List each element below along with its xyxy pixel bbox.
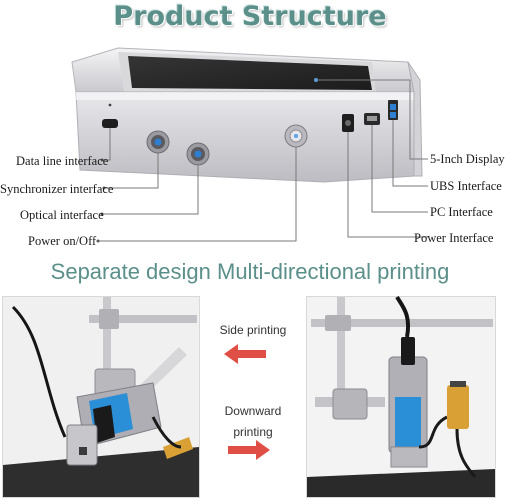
- callout-pc-interface: PC Interface: [430, 205, 493, 219]
- section-subtitle: Separate design Multi-directional printi…: [50, 259, 450, 284]
- power-switch: [284, 124, 308, 148]
- synchronizer-connector: [146, 130, 170, 154]
- downward-printing-photo: [2, 296, 200, 498]
- downward-printing-label-line2: printing: [233, 425, 273, 439]
- data-line-port: [102, 119, 118, 128]
- callout-power-interface: Power Interface: [414, 231, 494, 245]
- callout-data-line-interface: Data line interface: [16, 154, 109, 168]
- printer-controller-illustration: [71, 47, 428, 243]
- downward-printing-label: Downward printing: [200, 404, 306, 440]
- callout-ubs-interface: UBS Interface: [430, 179, 502, 193]
- page-title: Product Structure: [113, 1, 387, 32]
- callout-5-inch-display: 5-Inch Display: [430, 152, 505, 166]
- downward-printing-label-line1: Downward: [224, 404, 282, 418]
- optical-connector: [186, 142, 210, 166]
- callout-synchronizer-interface: Synchronizer interface: [0, 182, 114, 196]
- side-printing-label: Side printing: [219, 323, 287, 337]
- arrow-left-icon: [224, 344, 266, 364]
- arrow-right-icon: [228, 440, 270, 460]
- side-printing-photo: [306, 295, 496, 498]
- callout-power-on-off: Power on/Off: [28, 234, 97, 248]
- callout-optical-interface: Optical interface: [20, 208, 104, 222]
